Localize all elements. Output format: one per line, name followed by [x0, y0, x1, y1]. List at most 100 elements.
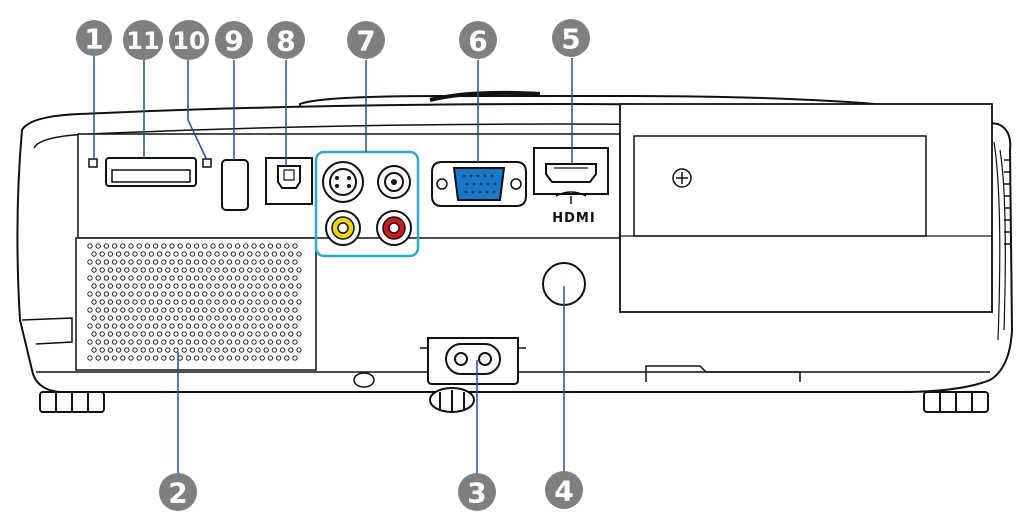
grille-hole [111, 259, 118, 265]
grille-hole [120, 275, 126, 281]
grille-hole [103, 275, 110, 281]
grille-hole [173, 299, 179, 305]
callout-number: 9 [224, 25, 243, 58]
grille-hole [111, 355, 118, 361]
grille-hole [263, 331, 269, 337]
grille-hole [144, 291, 151, 297]
grille-hole [243, 355, 249, 361]
grille-hole [234, 355, 241, 361]
grille-hole [193, 243, 200, 249]
grille-hole [128, 339, 134, 345]
hdmi-port [533, 147, 609, 204]
s-video-port [322, 161, 364, 203]
grille-hole [95, 291, 101, 297]
grille-hole [206, 283, 212, 289]
grille-hole [292, 259, 298, 265]
grille-hole [185, 323, 192, 329]
grille-hole [206, 331, 212, 337]
grille-hole [267, 355, 274, 361]
grille-hole [152, 243, 159, 249]
grille-hole [292, 323, 298, 329]
grille-hole [292, 355, 298, 361]
grille-hole [107, 331, 114, 337]
grille-hole [165, 267, 171, 273]
grille-hole [296, 347, 302, 353]
callout-badge [459, 21, 497, 59]
grille-hole [284, 275, 290, 281]
grille-hole [132, 347, 138, 353]
grille-hole [99, 267, 105, 273]
grille-hole [234, 291, 241, 297]
grille-hole [218, 355, 224, 361]
grille-hole [206, 315, 212, 321]
grille-hole [124, 331, 130, 337]
grille-hole [144, 259, 151, 265]
grille-hole [161, 259, 167, 265]
callout-number: 7 [356, 25, 375, 58]
grille-hole [173, 283, 179, 289]
audio-right-port [376, 210, 412, 246]
grille-hole [234, 243, 241, 249]
grille-hole [271, 267, 278, 273]
grille-hole [251, 275, 257, 281]
grille-hole [234, 275, 241, 281]
grille-hole [279, 299, 286, 305]
grille-hole [193, 259, 200, 265]
callout-badge [169, 20, 209, 60]
grille-hole [279, 331, 286, 337]
grille-hole [111, 291, 118, 297]
grille-hole [263, 347, 269, 353]
grille-hole [124, 251, 130, 257]
callout-badge [76, 20, 112, 56]
callout-number: 10 [172, 27, 205, 55]
grille-hole [181, 299, 187, 305]
grille-hole [218, 339, 224, 345]
grille-hole [206, 347, 212, 353]
grille-hole [288, 347, 294, 353]
grille-hole [103, 323, 110, 329]
grille-hole [165, 315, 171, 321]
grille-hole [148, 299, 155, 305]
grille-hole [91, 267, 97, 273]
grille-hole [263, 283, 269, 289]
callout-number: 2 [168, 477, 187, 510]
grille-hole [140, 299, 146, 305]
grille-hole [107, 251, 114, 257]
grille-hole [140, 315, 146, 321]
grille-hole [243, 291, 249, 297]
grille-hole [128, 259, 134, 265]
callout-badge [545, 471, 583, 509]
grille-hole [177, 339, 183, 345]
grille-hole [144, 339, 151, 345]
grille-hole [115, 267, 122, 273]
grille-hole [91, 347, 97, 353]
grille-hole [120, 259, 126, 265]
grille-hole [161, 307, 167, 313]
grille-hole [267, 307, 274, 313]
grille-hole [267, 339, 274, 345]
grille-hole [251, 243, 257, 249]
grille-hole [234, 259, 241, 265]
grille-hole [206, 267, 212, 273]
callout-number: 11 [126, 27, 159, 55]
grille-hole [103, 307, 110, 313]
grille-hole [275, 355, 282, 361]
grille-hole [284, 291, 290, 297]
grille-hole [214, 251, 220, 257]
grille-hole [202, 339, 208, 345]
grille-hole [128, 291, 134, 297]
grille-hole [120, 243, 126, 249]
grille-hole [181, 267, 187, 273]
grille-hole [115, 299, 122, 305]
grille-hole [148, 283, 155, 289]
grille-hole [132, 299, 138, 305]
grille-hole [177, 307, 183, 313]
grille-hole [247, 347, 253, 353]
grille-hole [243, 307, 249, 313]
grille-hole [140, 283, 146, 289]
grille-hole [193, 307, 200, 313]
grille-hole [87, 243, 93, 249]
grille-hole [95, 259, 101, 265]
grille-hole [284, 307, 290, 313]
grille-hole [292, 291, 298, 297]
